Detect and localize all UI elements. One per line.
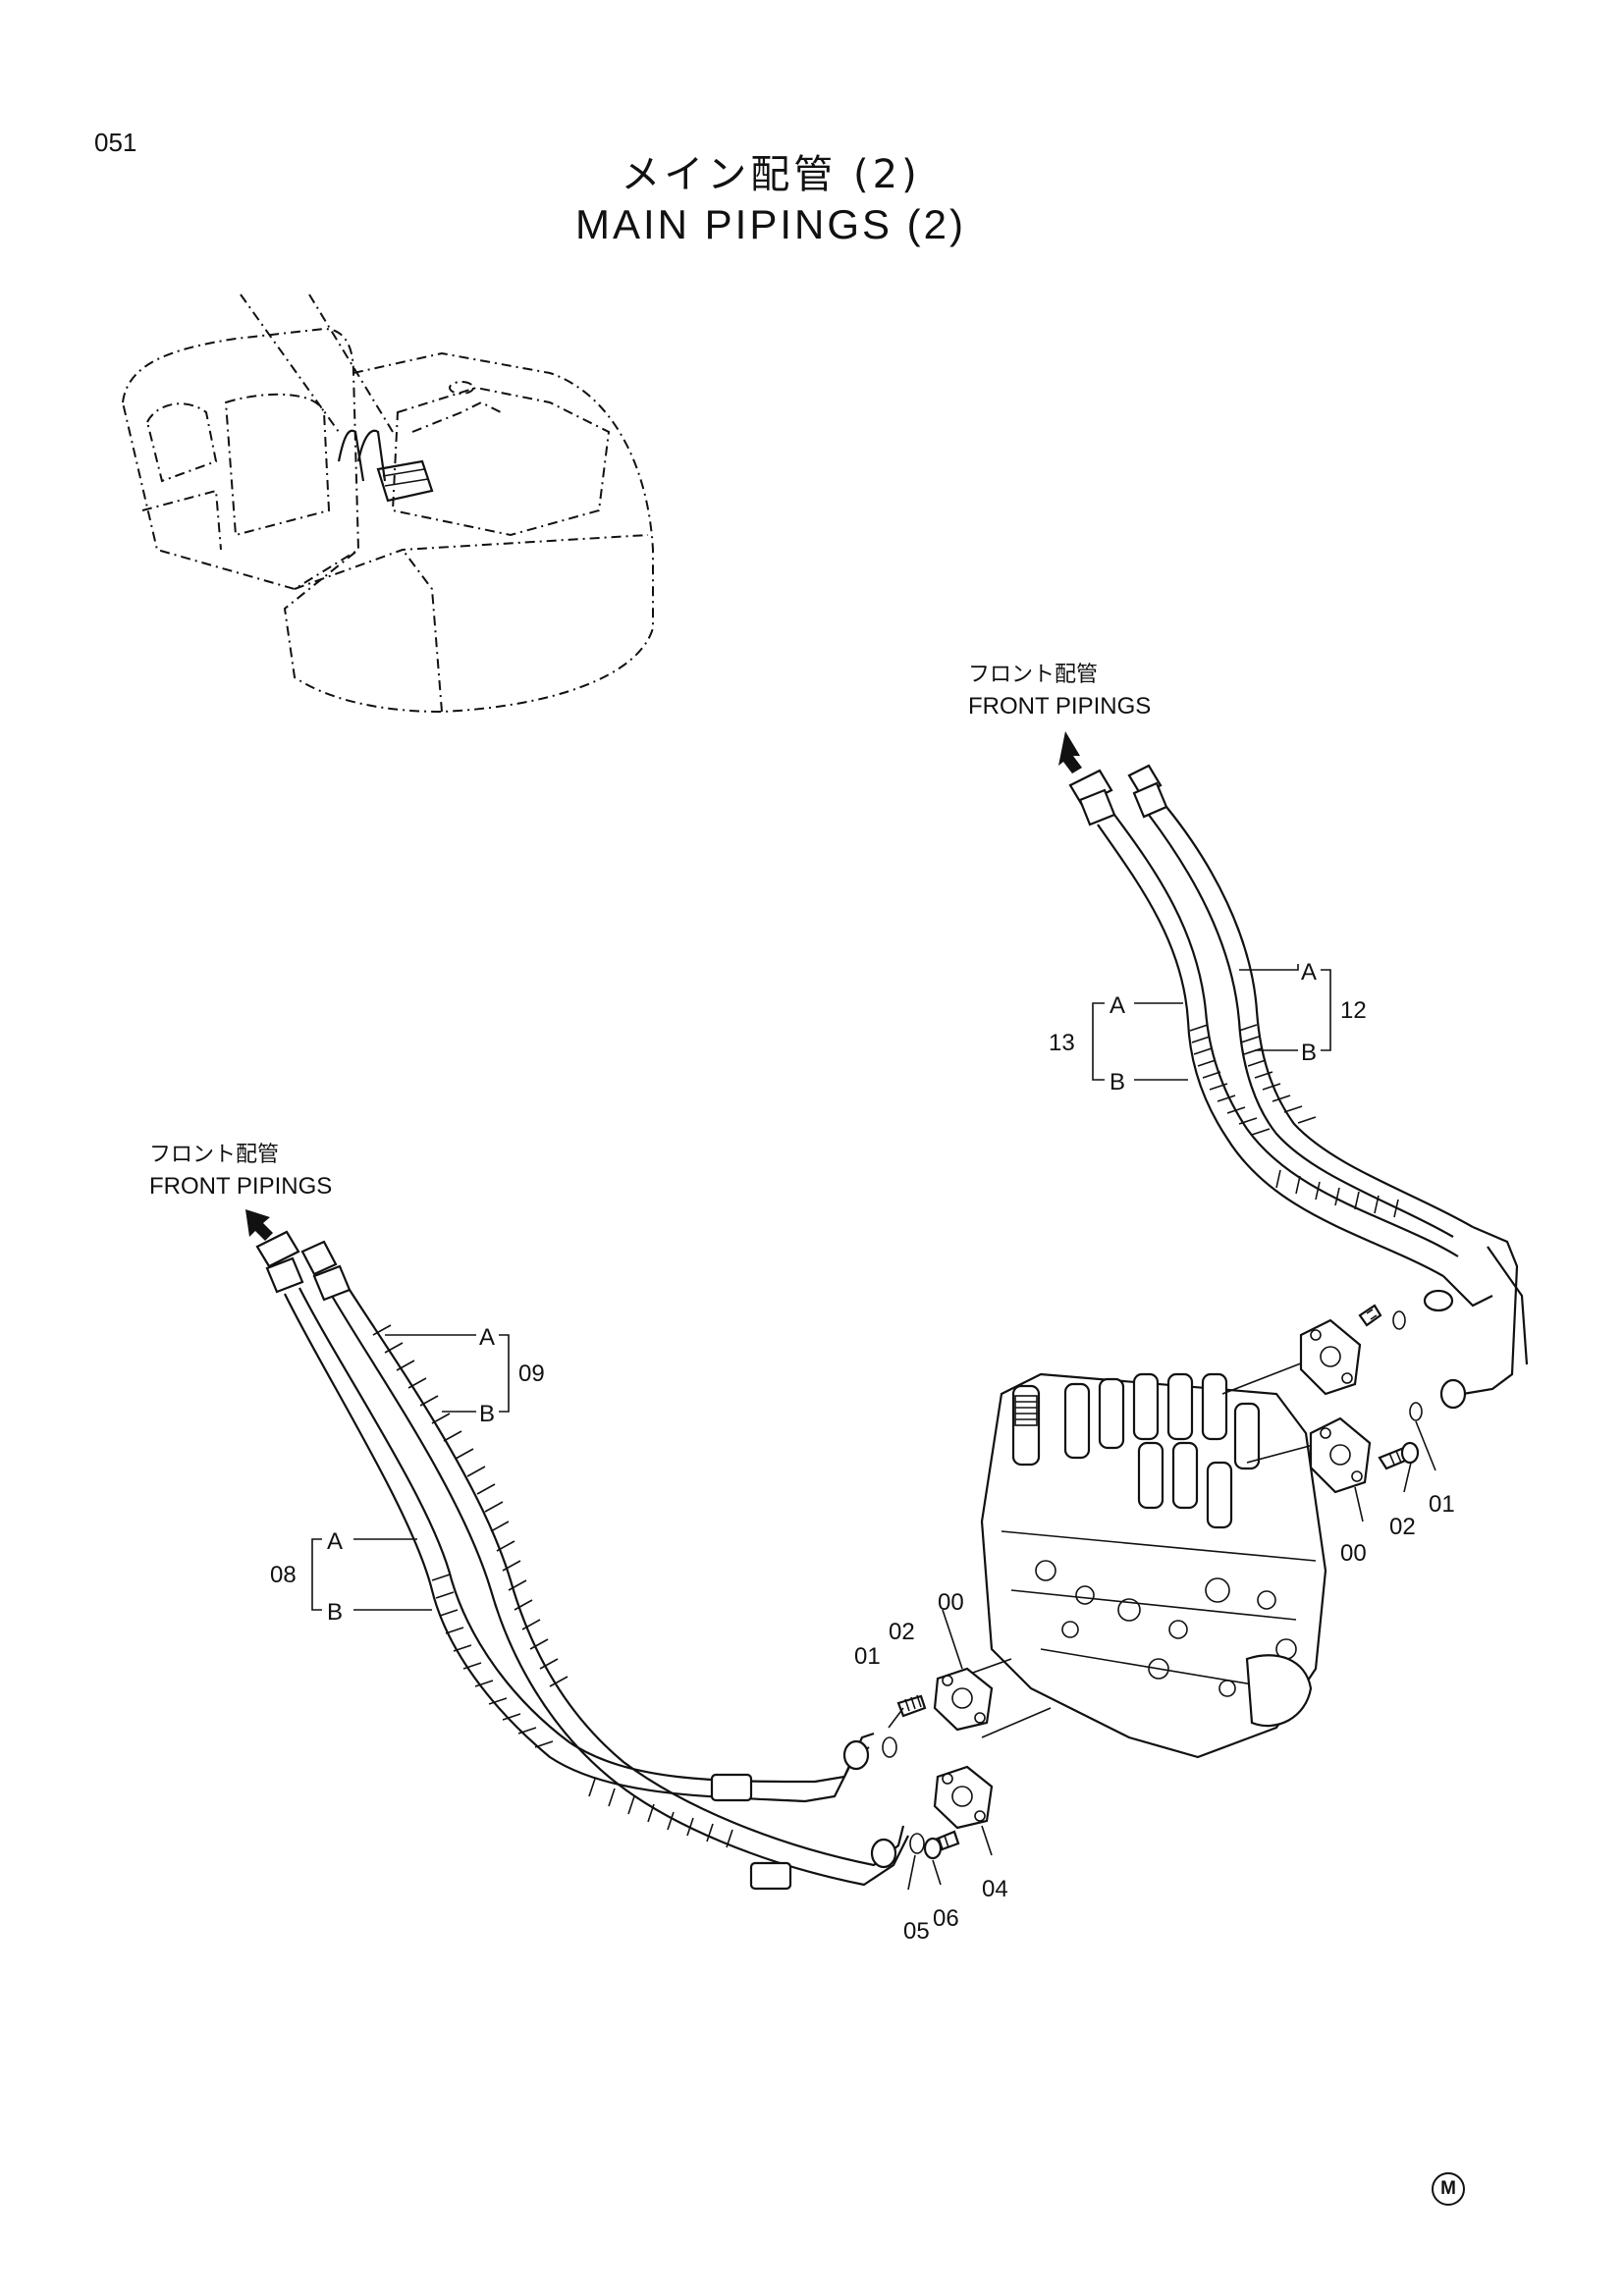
- label-06: 06: [933, 1905, 959, 1932]
- label-09: 09: [518, 1361, 545, 1387]
- control-valve-assembly: [942, 1359, 1327, 1759]
- front-direction-arrow-icon: [1058, 731, 1082, 774]
- label-00-right: 00: [1340, 1540, 1367, 1567]
- label-08-a: A: [327, 1528, 343, 1555]
- label-09-b: B: [479, 1401, 495, 1427]
- flange-left-lower: [907, 1765, 994, 1891]
- front-pipings-label-en-left: FRONT PIPINGS: [149, 1173, 332, 1200]
- label-12-b: B: [1301, 1040, 1317, 1066]
- flange-right-lower: [1309, 1402, 1436, 1522]
- label-13: 13: [1049, 1030, 1075, 1056]
- page-title-japanese: メイン配管 (2): [621, 152, 921, 197]
- label-02-right: 02: [1389, 1514, 1416, 1540]
- label-01-right: 01: [1429, 1491, 1455, 1518]
- label-13-a: A: [1110, 992, 1125, 1019]
- excavator-overview-illustration: [121, 294, 654, 714]
- front-pipings-label-jp: フロント配管: [968, 663, 1098, 687]
- front-direction-arrow-icon-left: [245, 1209, 273, 1241]
- front-pipings-callout-left: フロント配管 FRONT PIPINGS: [149, 1143, 332, 1241]
- hose-pair-left: A 09 B A 08 B: [255, 1230, 925, 1891]
- label-08-b: B: [327, 1599, 343, 1626]
- label-02-left: 02: [889, 1619, 915, 1645]
- label-13-b: B: [1110, 1069, 1125, 1095]
- label-05: 05: [903, 1918, 930, 1945]
- flange-right-upper: [1299, 1304, 1406, 1396]
- label-09-a: A: [479, 1324, 495, 1351]
- label-12: 12: [1340, 997, 1367, 1024]
- label-00-left: 00: [938, 1589, 964, 1616]
- hose-pair-right: A 12 B A 13 B: [1049, 764, 1529, 1410]
- label-01-left: 01: [854, 1643, 881, 1670]
- flange-left-upper: [888, 1609, 994, 1732]
- page-title-english: MAIN PIPINGS (2): [574, 201, 967, 247]
- page-number: 051: [94, 128, 137, 157]
- label-04: 04: [982, 1876, 1008, 1902]
- label-12-a: A: [1301, 959, 1317, 986]
- front-pipings-label-en: FRONT PIPINGS: [968, 693, 1151, 720]
- front-pipings-label-jp-left: フロント配管: [149, 1143, 279, 1167]
- label-08: 08: [270, 1562, 297, 1588]
- model-mark-icon: M: [1432, 2172, 1465, 2206]
- front-pipings-callout-right: フロント配管 FRONT PIPINGS: [968, 663, 1151, 774]
